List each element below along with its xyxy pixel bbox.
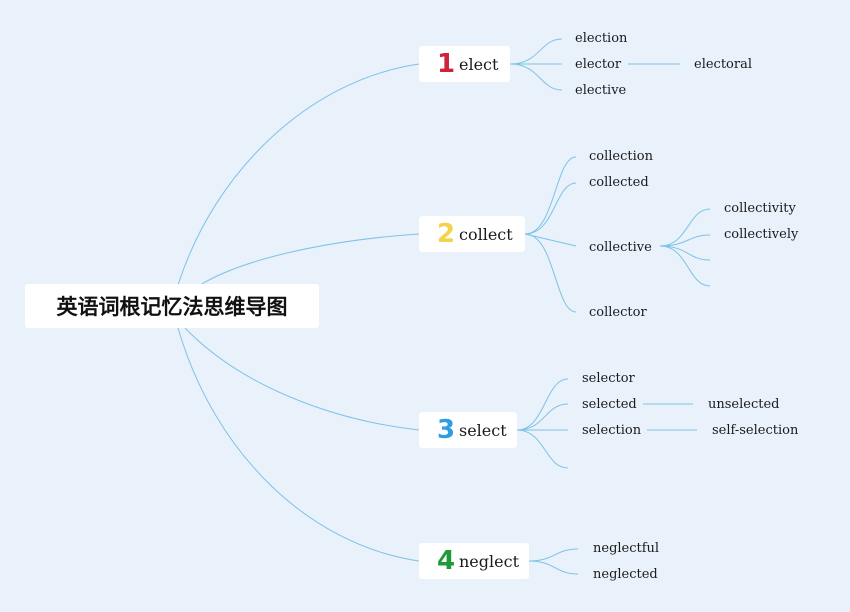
leaf-collectively[interactable]: collectively — [724, 227, 799, 242]
branch-neglect-label: neglect — [459, 551, 519, 571]
branch-select-label: select — [459, 420, 507, 440]
connector-collective-collectivity — [659, 208, 711, 247]
connector-neglect-neglectful — [528, 548, 579, 562]
leaf-neglected[interactable]: neglected — [593, 567, 658, 582]
branch-elect[interactable]: 1 elect — [419, 46, 510, 82]
leaf-selected[interactable]: selected — [582, 397, 637, 412]
connector-collective-empty-2 — [659, 245, 711, 287]
connector-central-to-elect — [177, 63, 420, 286]
connector-collect-collector — [524, 233, 577, 313]
branch-elect-label: elect — [459, 54, 499, 74]
connector-elect-election — [509, 38, 563, 65]
branch-collect-label: collect — [459, 224, 513, 244]
leaf-electoral[interactable]: electoral — [694, 57, 752, 72]
connector-collect-collected — [524, 182, 577, 235]
connector-central-to-select — [184, 327, 420, 431]
leaf-collective[interactable]: collective — [589, 240, 652, 255]
connector-central-to-collect — [199, 233, 420, 286]
leaf-selection[interactable]: selection — [582, 423, 642, 438]
central-topic[interactable]: 英语词根记忆法思维导图 — [25, 284, 319, 328]
central-topic-label: 英语词根记忆法思维导图 — [56, 295, 288, 319]
branch-select[interactable]: 3 select — [419, 412, 517, 448]
leaf-election[interactable]: election — [575, 31, 628, 46]
leaf-elective[interactable]: elective — [575, 83, 627, 98]
number-2-icon: 2 — [437, 219, 456, 249]
leaf-collected[interactable]: collected — [589, 175, 649, 190]
connector-central-to-neglect — [177, 327, 420, 562]
leaf-collectivity[interactable]: collectivity — [724, 201, 796, 216]
connector-collect-collection — [524, 156, 577, 235]
number-4-icon: 4 — [437, 546, 456, 576]
branch-collect[interactable]: 2 collect — [419, 216, 525, 252]
leaf-selector[interactable]: selector — [582, 371, 635, 386]
leaf-self-selection[interactable]: self-selection — [712, 423, 799, 438]
number-3-icon: 3 — [437, 415, 456, 445]
leaf-collection[interactable]: collection — [589, 149, 653, 164]
connector-elect-elective — [509, 63, 563, 91]
branch-neglect[interactable]: 4 neglect — [419, 543, 529, 579]
leaf-unselected[interactable]: unselected — [708, 397, 780, 412]
connector-collective-collectively — [659, 234, 711, 247]
connector-neglect-neglected — [528, 560, 579, 575]
connector-select-empty — [516, 429, 569, 469]
connector-select-selected — [516, 403, 569, 431]
leaf-collector[interactable]: collector — [589, 305, 647, 320]
number-1-icon: 1 — [437, 49, 456, 79]
connector-collective-empty-1 — [659, 245, 711, 261]
leaf-neglectful[interactable]: neglectful — [593, 541, 660, 556]
leaf-elector[interactable]: elector — [575, 57, 622, 72]
connector-select-selector — [516, 378, 569, 431]
